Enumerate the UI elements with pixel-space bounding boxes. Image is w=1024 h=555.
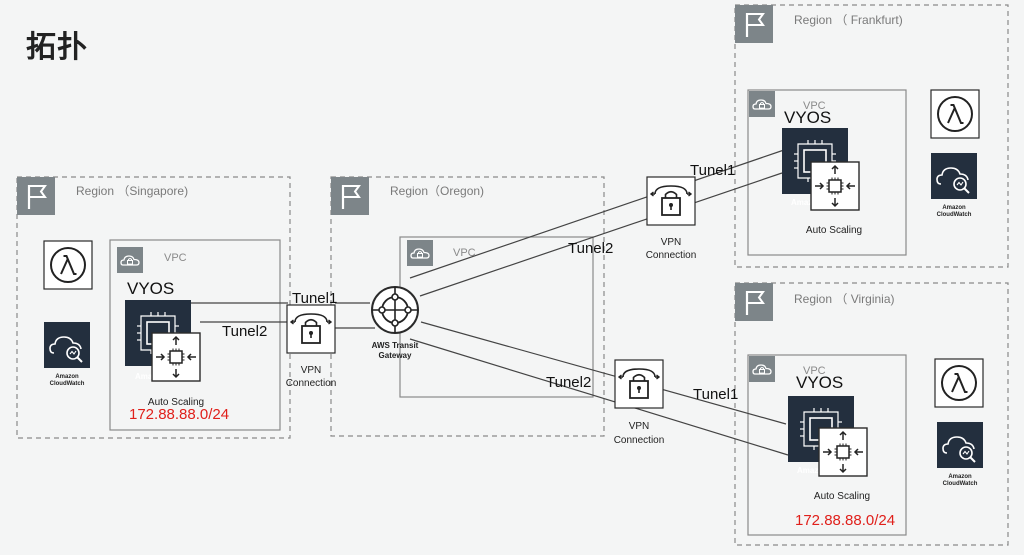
transit-gateway: AWS Transit Gateway <box>371 286 419 360</box>
page-title: 拓扑 <box>26 30 88 65</box>
tunnel1-label: Tunel1 <box>292 290 337 307</box>
cloudwatch-virginia: Amazon CloudWatch <box>936 421 984 487</box>
region-flag-icon <box>329 175 371 217</box>
vpn-connection-virginia: VPN Connection <box>614 359 665 446</box>
vpn-label: Connection <box>614 435 665 446</box>
cidr-label: 172.88.88.0/24 <box>795 512 895 529</box>
auto-scaling-icon <box>818 427 868 477</box>
vpc-oregon: VPC <box>399 236 594 398</box>
cloudwatch-icon <box>43 321 91 369</box>
region-label: Region （ Virginia) <box>794 292 895 306</box>
cloudwatch-icon <box>936 421 984 469</box>
auto-scaling-icon <box>151 332 201 382</box>
vpn-connection-singapore: VPN Connection <box>286 304 337 389</box>
region-label: Region（Oregon) <box>390 184 484 198</box>
cloudwatch-label: Amazon <box>55 374 79 380</box>
vpc-frankfurt: VPC <box>747 89 907 256</box>
cloudwatch-label: Amazon <box>942 205 966 211</box>
cloudwatch-label: CloudWatch <box>937 212 972 218</box>
vpn-label: VPN <box>629 421 650 432</box>
vpc-label: VPC <box>803 365 826 377</box>
tunnel2-label: Tunel2 <box>546 374 591 391</box>
lambda-icon <box>930 89 980 139</box>
ec2-label: Amaz <box>797 466 818 475</box>
lambda-icon <box>43 240 93 290</box>
region-label: Region （ Frankfurt) <box>794 13 903 27</box>
vpn-connection-icon <box>286 304 336 354</box>
region-oregon: Region（Oregon) <box>329 175 605 437</box>
vpn-connection-icon <box>646 176 696 226</box>
region-singapore: Region （Singapore) <box>15 175 291 439</box>
vpc-label: VPC <box>164 252 187 264</box>
cloudwatch-label: Amazon <box>948 474 972 480</box>
cloudwatch-label: CloudWatch <box>943 481 978 487</box>
transit-gateway-icon <box>371 286 419 334</box>
ec2-label: Amaz <box>791 198 812 207</box>
vyos-label: VYOS <box>796 373 843 392</box>
cloudwatch-singapore: Amazon CloudWatch <box>43 321 91 387</box>
region-flag-icon <box>15 175 57 217</box>
ec2-label: Amaz <box>135 372 156 381</box>
auto-scaling-label: Auto Scaling <box>148 397 204 408</box>
vpn-label: Connection <box>646 250 697 261</box>
region-virginia: Region （ Virginia) <box>733 281 1009 546</box>
cloudwatch-icon <box>930 152 978 200</box>
vpc-icon <box>748 355 776 383</box>
lambda-icon <box>934 358 984 408</box>
vpn-connection-icon <box>614 359 664 409</box>
vpc-label: VPC <box>453 247 476 259</box>
cloudwatch-label: CloudWatch <box>50 381 85 387</box>
region-flag-icon <box>733 3 775 45</box>
cidr-label: 172.88.88.0/24 <box>129 406 229 423</box>
region-label: Region （Singapore) <box>76 184 188 198</box>
tunnel1-label: Tunel1 <box>693 386 738 403</box>
vpc-virginia: VPC <box>747 354 907 536</box>
vpn-label: VPN <box>301 365 322 376</box>
tgw-label: AWS Transit <box>372 341 419 350</box>
auto-scaling-label: Auto Scaling <box>806 225 862 236</box>
region-flag-icon <box>733 281 775 323</box>
vpn-label: Connection <box>286 378 337 389</box>
vpc-label: VPC <box>803 100 826 112</box>
tunnel2-label: Tunel2 <box>222 323 267 340</box>
vyos-label: VYOS <box>784 108 831 127</box>
vpn-label: VPN <box>661 237 682 248</box>
vpc-icon <box>116 246 144 274</box>
vyos-label: VYOS <box>127 279 174 298</box>
cloudwatch-frankfurt: Amazon CloudWatch <box>930 152 978 218</box>
vpn-connection-frankfurt: VPN Connection <box>646 176 697 261</box>
auto-scaling-icon <box>810 161 860 211</box>
vpc-singapore: VPC <box>109 239 281 431</box>
vpc-icon <box>406 239 434 267</box>
tunnel1-label: Tunel1 <box>690 162 735 179</box>
tunnel2-label: Tunel2 <box>568 240 613 257</box>
auto-scaling-label: Auto Scaling <box>814 491 870 502</box>
tgw-label: Gateway <box>379 351 412 360</box>
vpc-icon <box>748 90 776 118</box>
region-frankfurt: Region （ Frankfurt) <box>733 3 1009 268</box>
connection-lines <box>187 149 789 456</box>
